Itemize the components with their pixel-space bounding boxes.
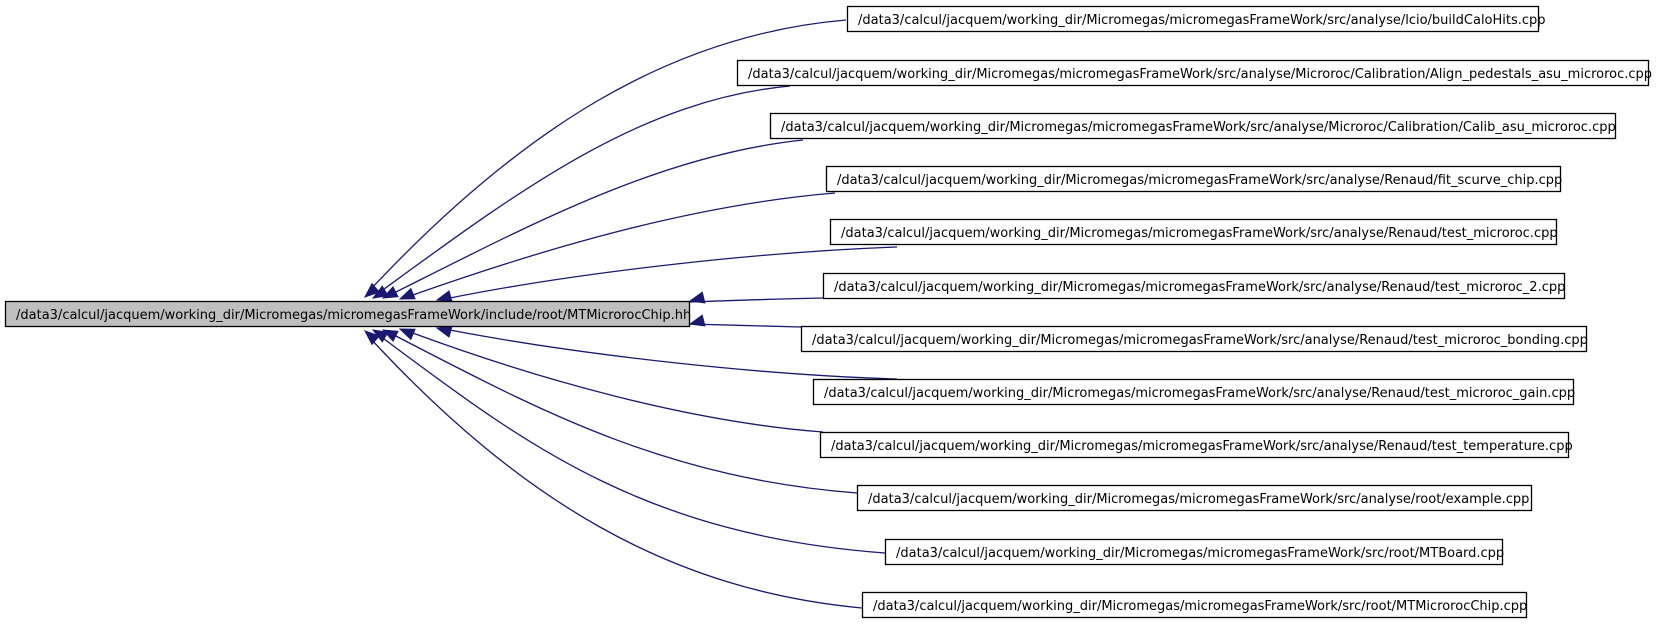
includer-label: /data3/calcul/jacquem/working_dir/Microm… xyxy=(837,173,1562,188)
includer-node[interactable]: /data3/calcul/jacquem/working_dir/Microm… xyxy=(812,378,1576,406)
arrowhead-icon xyxy=(688,291,706,304)
includer-label: /data3/calcul/jacquem/working_dir/Microm… xyxy=(834,280,1565,295)
root-header-box xyxy=(4,300,691,328)
includer-box xyxy=(884,538,1504,566)
includer-box xyxy=(825,165,1562,193)
edges xyxy=(369,19,898,609)
include-edge xyxy=(449,246,898,299)
includer-box xyxy=(819,431,1570,459)
includer-box xyxy=(846,5,1540,33)
includer-box xyxy=(812,378,1575,406)
include-edge xyxy=(379,335,886,554)
arrowhead-icon xyxy=(398,328,416,341)
includer-label: /data3/calcul/jacquem/working_dir/Microm… xyxy=(868,492,1529,507)
includer-node[interactable]: /data3/calcul/jacquem/working_dir/Microm… xyxy=(825,165,1563,193)
include-edge xyxy=(379,85,791,293)
arrowhead-icon xyxy=(435,325,453,338)
includer-label: /data3/calcul/jacquem/working_dir/Microm… xyxy=(812,333,1588,348)
includer-box xyxy=(856,484,1533,512)
arrowhead-icon xyxy=(381,285,399,299)
includer-node[interactable]: /data3/calcul/jacquem/working_dir/Microm… xyxy=(736,59,1653,87)
includer-node[interactable]: /data3/calcul/jacquem/working_dir/Microm… xyxy=(819,431,1573,459)
include-edge xyxy=(449,329,898,380)
includer-label: /data3/calcul/jacquem/working_dir/Microm… xyxy=(841,226,1558,241)
includer-label: /data3/calcul/jacquem/working_dir/Microm… xyxy=(748,67,1652,82)
arrowhead-icon xyxy=(363,330,381,346)
arrowhead-icon xyxy=(363,282,381,298)
arrowhead-icon xyxy=(435,290,453,303)
includer-label: /data3/calcul/jacquem/working_dir/Microm… xyxy=(896,546,1504,561)
includer-label: /data3/calcul/jacquem/working_dir/Microm… xyxy=(824,386,1575,401)
includer-node[interactable]: /data3/calcul/jacquem/working_dir/Microm… xyxy=(861,591,1528,619)
arrowhead-icon xyxy=(398,287,416,300)
includer-label: /data3/calcul/jacquem/working_dir/Microm… xyxy=(831,439,1573,454)
includer-box xyxy=(861,591,1528,619)
root-header-label: /data3/calcul/jacquem/working_dir/Microm… xyxy=(16,308,691,323)
include-edge xyxy=(689,323,802,328)
include-edge xyxy=(409,331,824,433)
includer-node[interactable]: /data3/calcul/jacquem/working_dir/Microm… xyxy=(800,325,1588,353)
includer-node[interactable]: /data3/calcul/jacquem/working_dir/Microm… xyxy=(846,5,1546,33)
arrowheads xyxy=(363,282,706,346)
arrowhead-icon xyxy=(688,314,706,327)
include-edge xyxy=(689,297,824,303)
include-edge xyxy=(369,337,863,609)
include-edge xyxy=(391,139,804,295)
includer-node[interactable]: /data3/calcul/jacquem/working_dir/Microm… xyxy=(856,484,1533,512)
root-header-node[interactable]: /data3/calcul/jacquem/working_dir/Microm… xyxy=(4,300,692,328)
includer-box xyxy=(736,59,1650,87)
include-edge xyxy=(409,192,836,297)
includer-node[interactable]: /data3/calcul/jacquem/working_dir/Microm… xyxy=(829,218,1558,246)
includer-node[interactable]: /data3/calcul/jacquem/working_dir/Microm… xyxy=(884,538,1505,566)
includer-node[interactable]: /data3/calcul/jacquem/working_dir/Microm… xyxy=(769,112,1617,140)
includer-box xyxy=(829,218,1558,246)
includer-node[interactable]: /data3/calcul/jacquem/working_dir/Microm… xyxy=(822,272,1566,300)
include-edge xyxy=(369,19,847,291)
includer-nodes: /data3/calcul/jacquem/working_dir/Microm… xyxy=(736,5,1653,619)
includer-label: /data3/calcul/jacquem/working_dir/Microm… xyxy=(873,599,1527,614)
includer-box xyxy=(822,272,1566,300)
includer-label: /data3/calcul/jacquem/working_dir/Microm… xyxy=(781,120,1616,135)
includer-box xyxy=(769,112,1617,140)
arrowhead-icon xyxy=(371,285,389,299)
includer-box xyxy=(800,325,1588,353)
include-edge xyxy=(391,333,858,494)
includer-label: /data3/calcul/jacquem/working_dir/Microm… xyxy=(858,13,1546,28)
